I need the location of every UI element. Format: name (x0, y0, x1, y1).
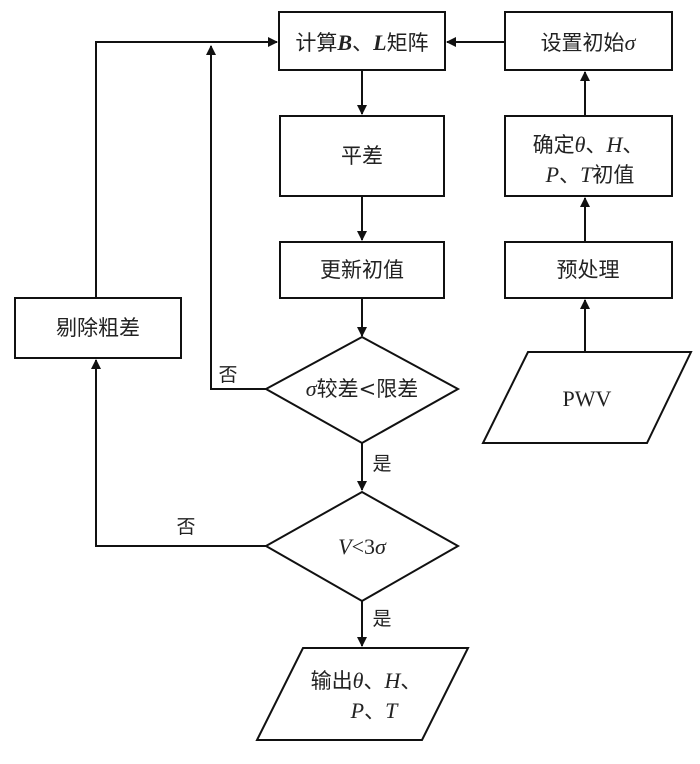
node-output-line1: 输出θ、H、 (311, 668, 422, 693)
node-residual-check-label: V<3σ (338, 534, 387, 559)
node-residual-check: V<3σ (263, 490, 461, 603)
edge-label-sigma-no: 否 (218, 364, 237, 386)
node-remove-outliers-label: 剔除粗差 (56, 316, 140, 340)
node-compute-matrix: 计算B、L矩阵 (278, 11, 446, 71)
node-preprocess: 预处理 (504, 241, 673, 299)
edge-label-residual-yes: 是 (372, 608, 391, 630)
node-preprocess-label: 预处理 (557, 258, 620, 282)
node-remove-outliers: 剔除粗差 (14, 297, 182, 359)
node-adjustment: 平差 (279, 115, 445, 197)
node-sigma-check: σ较差<限差 (263, 335, 461, 445)
node-init-values-line2: P、T初值 (545, 162, 635, 187)
node-output: 输出θ、H、 P、T (255, 647, 470, 741)
edge-label-residual-no: 否 (176, 516, 195, 538)
node-init-values: 确定θ、H、 P、T初值 (504, 115, 673, 197)
edge-residual-no (91, 359, 266, 547)
node-pwv-input-label: PWV (563, 386, 612, 411)
edge-label-sigma-yes: 是 (372, 453, 391, 475)
node-update-init: 更新初值 (279, 241, 445, 299)
node-pwv-input: PWV (481, 351, 693, 444)
node-sigma-check-label: σ较差<限差 (306, 376, 418, 401)
node-output-line2: P、T (350, 698, 399, 723)
edge-remove-to-compute (95, 37, 278, 298)
node-compute-matrix-label: 计算B、L矩阵 (295, 30, 428, 55)
node-adjustment-label: 平差 (341, 144, 383, 168)
node-update-init-label: 更新初值 (320, 258, 404, 282)
node-set-sigma-label: 设置初始σ (541, 30, 637, 55)
node-init-values-line1: 确定θ、H、 (533, 132, 644, 157)
node-set-sigma: 设置初始σ (504, 11, 673, 71)
edge-sigma-no (206, 45, 266, 390)
